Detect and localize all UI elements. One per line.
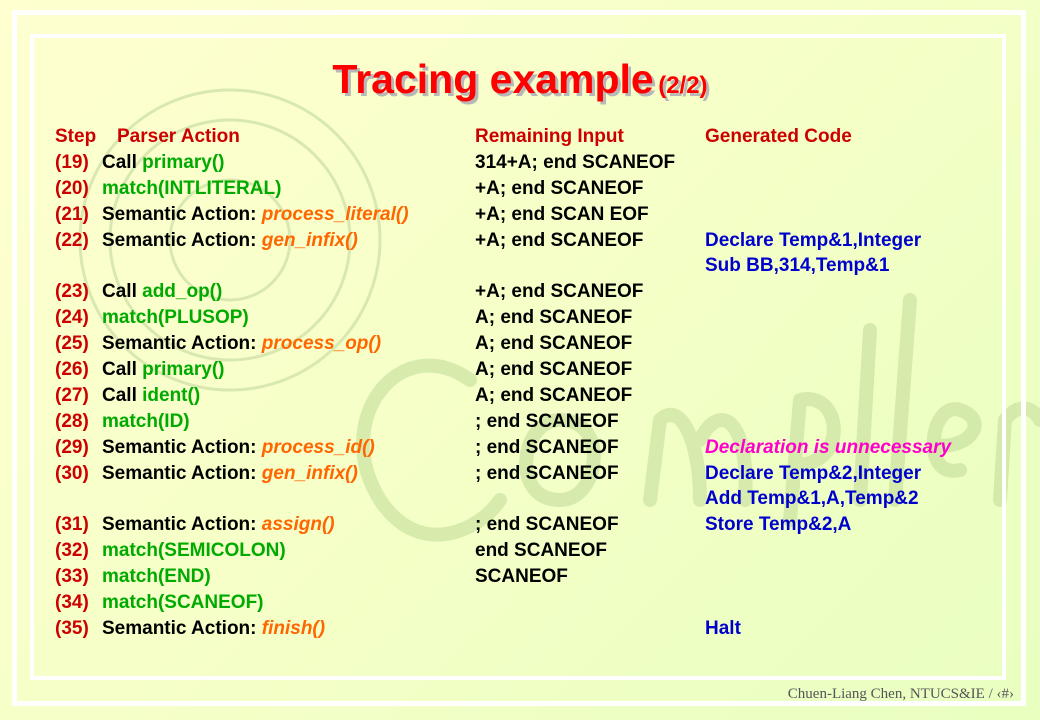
action-prefix: Semantic Action: [102,617,262,639]
parser-action: match(ID) [102,409,190,435]
action-prefix: Semantic Action: [102,462,262,484]
generated-code: Halt [705,617,741,639]
header-step: Step [55,126,97,147]
generated-code: Declare Temp&2,Integer [705,462,922,484]
parser-action: Call primary() [102,357,224,383]
footer-credit: Chuen-Liang Chen, NTUCS&IE / ‹#› [787,686,1014,702]
title-part: (2/2) [658,72,708,99]
title-main: Tracing example [332,56,654,102]
action-routine: gen_infix() [261,462,358,484]
step-number: (30) [55,462,89,484]
action-prefix: Semantic Action: [102,514,262,536]
action-routine: primary() [142,359,225,381]
parser-action: match(INTLITERAL) [102,176,281,202]
step-number: (29) [55,436,89,458]
slide-border-inner [30,34,1006,680]
step-number: (22) [55,229,89,251]
step-number: (23) [55,281,89,303]
generated-code: Sub BB,314,Temp&1 [705,255,890,277]
remaining-input: +A; end SCAN EOF [475,203,649,225]
action-prefix: Semantic Action: [102,229,262,251]
action-prefix: Call [102,281,143,303]
action-routine: match(ID) [102,410,190,432]
action-routine: process_op() [261,333,382,355]
action-prefix: Semantic Action: [102,203,262,225]
generated-code: Store Temp&2,A [705,514,852,536]
header-action: Parser Action [117,126,240,147]
step-number: (20) [55,177,89,199]
remaining-input: A; end SCANEOF [475,384,633,406]
step-number: (24) [55,307,89,329]
step-number: (28) [55,410,89,432]
action-routine: process_literal() [261,203,409,225]
generated-code: Add Temp&1,A,Temp&2 [705,488,919,510]
remaining-input: ; end SCANEOF [475,410,619,432]
action-routine: match(PLUSOP) [102,307,249,329]
action-routine: process_id() [261,436,375,458]
parser-action: Semantic Action: process_op() [102,331,381,357]
header-code: Generated Code [705,126,852,147]
action-routine: primary() [142,151,225,173]
action-prefix: Semantic Action: [102,333,262,355]
parser-action: Semantic Action: assign() [102,512,335,538]
action-routine: finish() [261,617,326,639]
parser-action: Semantic Action: process_id() [102,435,375,461]
step-number: (26) [55,359,89,381]
step-number: (25) [55,333,89,355]
parser-action: Semantic Action: finish() [102,616,325,642]
action-routine: match(INTLITERAL) [102,177,282,199]
parser-action: match(PLUSOP) [102,305,249,331]
step-number: (32) [55,540,89,562]
step-number: (35) [55,617,89,639]
generated-code: Declare Temp&1,Integer [705,229,922,251]
parser-action: Semantic Action: gen_infix() [102,461,358,487]
generated-code: Declaration is unnecessary [705,436,952,458]
step-number: (27) [55,384,89,406]
action-prefix: Call [102,384,143,406]
step-number: (19) [55,151,89,173]
parser-action: Semantic Action: gen_infix() [102,228,358,254]
action-prefix: Call [102,359,143,381]
remaining-input: 314+A; end SCANEOF [475,151,676,173]
remaining-input: SCANEOF [475,566,568,588]
parser-action: Call ident() [102,383,200,409]
remaining-input: ; end SCANEOF [475,514,619,536]
action-routine: ident() [142,384,201,406]
action-routine: add_op() [142,281,223,303]
remaining-input: end SCANEOF [475,540,607,562]
slide-title: Tracing example (2/2) [0,56,1040,103]
parser-action: match(SCANEOF) [102,590,264,616]
action-routine: assign() [261,514,335,536]
remaining-input: +A; end SCANEOF [475,229,644,251]
remaining-input: A; end SCANEOF [475,333,633,355]
remaining-input: ; end SCANEOF [475,436,619,458]
remaining-input: +A; end SCANEOF [475,177,644,199]
action-routine: gen_infix() [261,229,358,251]
parser-action: match(SEMICOLON) [102,538,286,564]
step-number: (34) [55,592,89,614]
slide-border-outer [12,10,1026,706]
action-routine: match(SEMICOLON) [102,540,286,562]
remaining-input: A; end SCANEOF [475,359,633,381]
action-routine: match(END) [102,566,211,588]
step-number: (33) [55,566,89,588]
parser-action: Semantic Action: process_literal() [102,202,409,228]
step-number: (31) [55,514,89,536]
action-prefix: Semantic Action: [102,436,262,458]
remaining-input: ; end SCANEOF [475,462,619,484]
parser-action: match(END) [102,564,211,590]
parser-action: Call add_op() [102,279,222,305]
action-routine: match(SCANEOF) [102,592,264,614]
parser-action: Call primary() [102,150,224,176]
step-number: (21) [55,203,89,225]
remaining-input: +A; end SCANEOF [475,281,644,303]
remaining-input: A; end SCANEOF [475,307,633,329]
header-input: Remaining Input [475,126,624,147]
action-prefix: Call [102,151,143,173]
